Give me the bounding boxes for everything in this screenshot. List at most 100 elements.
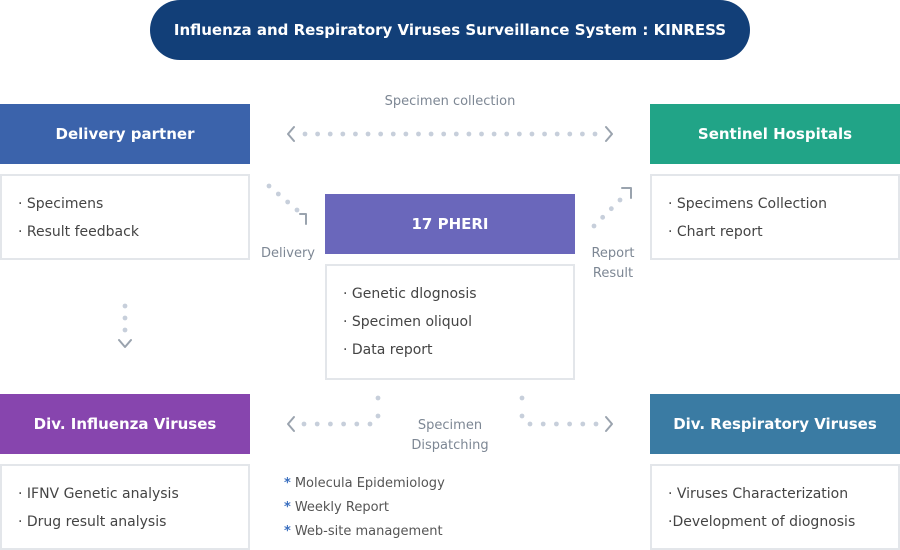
respiratory-panel: · Viruses Characterization ·Development …: [650, 464, 900, 550]
influenza-panel: · IFNV Genetic analysis · Drug result an…: [0, 464, 250, 550]
note-item: *Molecula Epidemiology: [284, 472, 445, 496]
respiratory-item: · Viruses Characterization: [668, 486, 849, 502]
connector-dot: [365, 131, 371, 137]
connector-dot: [554, 421, 559, 427]
connector-dot: [466, 131, 472, 137]
connector-dot: [302, 131, 308, 137]
chevron-down-icon: [118, 339, 132, 348]
connector-dot: [294, 207, 300, 213]
note-item: *Web-site management: [284, 520, 445, 544]
star-icon: *: [284, 476, 291, 491]
chevron-left-icon: [287, 126, 295, 142]
delivery-partner-item: · Result feedback: [18, 224, 139, 240]
connector-dot: [266, 183, 272, 189]
connector-dot: [403, 131, 409, 137]
edge-label-specimen: Specimen: [417, 418, 483, 433]
connector-dot: [327, 131, 333, 137]
chevron-right-icon: [605, 416, 613, 432]
note-text: Web-site management: [294, 524, 443, 539]
connector-dot: [416, 131, 421, 137]
star-icon: *: [284, 500, 291, 515]
respiratory-item: ·Development of diognosis: [668, 514, 856, 530]
connector-dot: [453, 131, 459, 137]
connector-dot: [519, 395, 525, 401]
connector-dot: [378, 131, 384, 137]
connector-dot: [593, 421, 599, 427]
corner-arrow-icon: [621, 187, 632, 199]
connector-dot: [592, 131, 598, 137]
connector-dot: [122, 315, 128, 321]
corner-arrow-icon: [299, 213, 307, 225]
pheri-panel: · Genetic dlognosis · Specimen oliquol ·…: [325, 264, 575, 380]
connector-dot: [375, 395, 381, 401]
connector-dot: [542, 131, 547, 137]
edge-label-dispatching: Dispatching: [411, 438, 489, 453]
connector-dot: [567, 421, 572, 427]
pheri-header: 17 PHERI: [325, 194, 575, 254]
connector-dot: [567, 131, 573, 137]
sentinel-hospitals-panel: · Specimens Collection · Chart report: [650, 174, 900, 260]
edge-label-delivery: Delivery: [261, 246, 315, 261]
connector-dot: [390, 131, 396, 137]
edge-label-specimen-collection: Specimen collection: [384, 94, 516, 109]
connector-dot: [341, 421, 346, 427]
connector-dot: [516, 131, 522, 137]
influenza-header: Div. Influenza Viruses: [0, 394, 250, 454]
connector-dot: [353, 131, 358, 137]
connector-dot: [504, 131, 510, 137]
connector-dot: [529, 131, 535, 137]
sentinel-hospitals-item: · Chart report: [668, 224, 763, 240]
connector-dot: [315, 131, 321, 137]
note-item: *Weekly Report: [284, 496, 445, 520]
pheri-item: · Specimen oliquol: [343, 314, 473, 330]
delivery-partner-panel: · Specimens · Result feedback: [0, 174, 250, 260]
connector-dot: [340, 131, 346, 137]
respiratory-header: Div. Respiratory Viruses: [650, 394, 900, 454]
edge-label-specimen-dispatching: Specimen Dispatching: [390, 416, 510, 456]
connector-dot: [428, 131, 434, 137]
connector-dot: [354, 421, 360, 427]
connector-dot: [540, 421, 546, 427]
connector-dot: [328, 421, 333, 427]
connector-dot: [519, 413, 525, 419]
influenza-item: · Drug result analysis: [18, 514, 167, 530]
influenza-item: · IFNV Genetic analysis: [18, 486, 179, 502]
chevron-left-icon: [287, 416, 295, 432]
connector-dot: [600, 214, 606, 220]
delivery-partner-header: Delivery partner: [0, 104, 250, 164]
delivery-partner-item: · Specimens: [18, 196, 104, 212]
sentinel-hospitals-item: · Specimens Collection: [668, 196, 827, 212]
connector-dot: [441, 131, 447, 137]
connector-dot: [491, 131, 497, 137]
star-icon: *: [284, 524, 291, 539]
connector-dot: [479, 131, 484, 137]
pheri-item: · Genetic dlognosis: [343, 286, 477, 302]
connector-dot: [314, 421, 320, 427]
edge-label-report-result: Report Result: [578, 244, 648, 284]
connector-dot: [554, 131, 560, 137]
connector-dot: [608, 206, 614, 212]
connector-dot: [301, 421, 307, 427]
connector-dot: [617, 197, 623, 203]
connector-dot: [275, 191, 281, 197]
connector-dot: [527, 421, 533, 427]
connector-dot: [375, 413, 381, 419]
connector-dot: [122, 303, 128, 309]
connector-dot: [591, 223, 597, 229]
chevron-right-icon: [605, 126, 613, 142]
edge-label-result: Result: [592, 266, 634, 281]
connector-dot: [122, 327, 128, 333]
connector-dot: [285, 199, 291, 205]
note-text: Molecula Epidemiology: [294, 476, 445, 491]
edge-label-report: Report: [591, 246, 635, 261]
diagram-title: Influenza and Respiratory Viruses Survei…: [150, 0, 750, 60]
sentinel-hospitals-header: Sentinel Hospitals: [650, 104, 900, 164]
connector-dot: [579, 131, 585, 137]
connector-dot: [367, 421, 373, 427]
dotted-connectors: [122, 131, 623, 427]
connector-dot: [580, 421, 586, 427]
notes-list: *Molecula Epidemiology *Weekly Report *W…: [284, 472, 445, 544]
pheri-item: · Data report: [343, 342, 433, 358]
note-text: Weekly Report: [294, 500, 389, 515]
